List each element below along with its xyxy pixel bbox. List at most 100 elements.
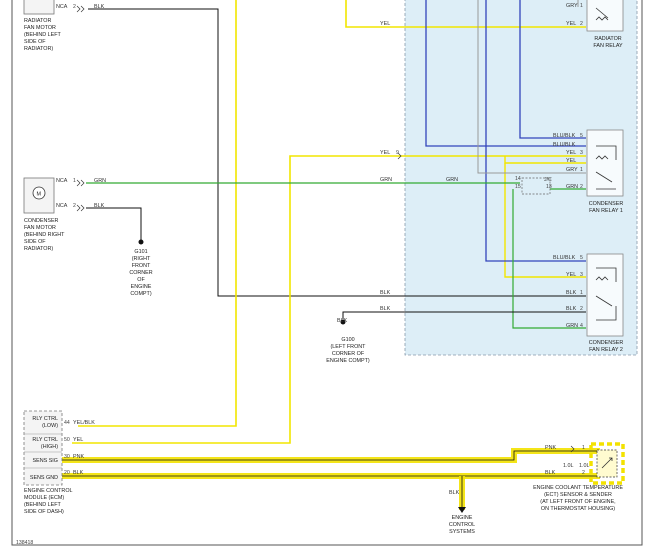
svg-text:(LOW): (LOW) [42,423,58,429]
svg-text:ENGINE: ENGINE [452,515,473,521]
svg-text:9: 9 [396,150,399,156]
diagram-frame [11,0,643,546]
svg-text:(BEHIND RIGHT: (BEHIND RIGHT [24,232,65,238]
svg-text:GRY: GRY [566,3,578,9]
svg-text:20: 20 [64,470,70,476]
svg-text:CORNER: CORNER [129,270,152,276]
svg-text:BLU/BLK: BLU/BLK [553,255,576,261]
svg-text:NCA: NCA [56,178,68,184]
wire-labels: NCA BLK NCA GRN NCA BLK YEL YEL GRN GRN … [56,3,590,496]
connector-marks [76,5,575,453]
svg-text:4: 4 [580,323,583,329]
svg-text:GRN: GRN [94,178,106,184]
svg-text:13: 13 [546,184,552,190]
motor-symbol-icon [32,186,46,200]
svg-text:BLU/BLK: BLU/BLK [553,142,576,148]
pin-numbers: 2 1 2 9 1 2 5 3 1 2 5 3 1 2 4 14 15 J/C … [73,3,585,476]
svg-text:YEL: YEL [566,158,576,164]
condenser-fan-relay-2 [586,253,624,337]
wire-yel-radiator-relay [345,0,586,28]
ect-sensor-icon [601,457,613,469]
radiator-fan-motor-label: RADIATOR FAN MOTOR (BEHIND LEFT SIDE OF … [24,18,62,52]
svg-text:BLU/BLK: BLU/BLK [553,133,576,139]
svg-text:ENGINE: ENGINE [131,284,152,290]
svg-text:2: 2 [582,470,585,476]
svg-text:ENGINE CONTROL: ENGINE CONTROL [24,488,73,494]
ect-sensor-highlight [589,442,625,485]
wire-yel-blk-ecm-low [78,0,237,427]
svg-text:RADIATOR): RADIATOR) [24,246,53,252]
svg-text:BLK: BLK [449,490,460,496]
svg-text:G101: G101 [134,249,147,255]
svg-text:G100: G100 [341,337,354,343]
svg-text:FAN RELAY 2: FAN RELAY 2 [589,347,623,353]
ecm-pin-labels: RLY CTRL (LOW) RLY CTRL (HIGH) SENS SIG … [30,416,58,481]
svg-text:RLY CTRL: RLY CTRL [32,416,58,422]
wire-blk-g100 [342,311,586,319]
svg-text:PNK: PNK [545,445,556,451]
svg-text:1.0L: 1.0L [563,463,574,469]
motor-symbol-label: M [37,192,42,198]
splice-jc [521,177,551,195]
svg-text:RADIATOR: RADIATOR [594,36,621,42]
svg-text:MODULE (ECM): MODULE (ECM) [24,495,64,501]
svg-text:44: 44 [64,420,70,426]
svg-text:2: 2 [580,184,583,190]
svg-text:2: 2 [73,4,76,10]
condenser-fan-relay-1 [586,129,624,197]
svg-text:YEL: YEL [380,150,390,156]
svg-text:SIDE OF: SIDE OF [24,39,46,45]
svg-text:BLK: BLK [94,203,105,209]
svg-text:BLK: BLK [566,306,577,312]
svg-text:SIDE OF DASH): SIDE OF DASH) [24,509,64,515]
ground-g100-icon [340,319,346,325]
svg-text:1: 1 [580,290,583,296]
engine-control-systems-label: ENGINE CONTROL SYSTEMS [449,515,475,535]
engine-control-arrow-icon [458,507,466,513]
svg-text:(ECT) SENSOR & SENDER: (ECT) SENSOR & SENDER [544,492,612,498]
svg-text:1: 1 [580,167,583,173]
svg-text:OF: OF [137,277,145,283]
svg-text:RLY CTRL: RLY CTRL [32,437,58,443]
svg-text:FAN MOTOR: FAN MOTOR [24,225,56,231]
svg-text:YEL: YEL [566,21,576,27]
svg-text:CONDENSER: CONDENSER [24,218,59,224]
svg-text:SYSTEMS: SYSTEMS [449,529,475,535]
svg-text:(BEHIND LEFT: (BEHIND LEFT [24,502,62,508]
condenser-fan-relay-1-label: CONDENSER FAN RELAY 1 [589,201,624,214]
svg-text:1: 1 [73,178,76,184]
ecm-box [23,410,63,486]
svg-text:BLK: BLK [380,306,391,312]
wire-pnk-highlight [60,448,600,463]
svg-text:(RIGHT: (RIGHT [132,256,151,262]
svg-text:J/C: J/C [544,177,552,183]
svg-text:RADIATOR: RADIATOR [24,18,51,24]
wire-grn-relay2 [512,189,586,329]
wire-blk-condenser-g101 [86,207,142,240]
svg-text:CONDENSER: CONDENSER [589,340,624,346]
wire-blu-1 [425,0,586,147]
svg-text:BLK: BLK [566,290,577,296]
condenser-fan-motor-label: CONDENSER FAN MOTOR (BEHIND RIGHT SIDE O… [24,218,65,252]
svg-text:GRN: GRN [380,177,392,183]
svg-text:FRONT: FRONT [132,263,151,269]
svg-text:YEL/BLK: YEL/BLK [73,420,95,426]
svg-text:14: 14 [515,176,521,182]
ecm-pin-numbers: 44 50 30 20 [64,420,70,476]
svg-text:ON THERMOSTAT HOUSING): ON THERMOSTAT HOUSING) [541,506,615,512]
svg-text:FAN MOTOR: FAN MOTOR [24,25,56,31]
wire-blu-2 [485,0,586,262]
ground-g101-icon [138,239,144,245]
svg-text:COMPT): COMPT) [130,291,151,297]
svg-text:2: 2 [580,306,583,312]
svg-text:SIDE OF: SIDE OF [24,239,46,245]
svg-text:3: 3 [580,272,583,278]
svg-text:PNK: PNK [73,454,84,460]
svg-text:YEL: YEL [566,272,576,278]
svg-text:YEL: YEL [380,21,390,27]
svg-text:CONTROL: CONTROL [449,522,475,528]
svg-text:YEL: YEL [73,437,83,443]
svg-text:BLK: BLK [545,470,556,476]
ect-sensor-label: ENGINE COOLANT TEMPERATURE (ECT) SENSOR … [533,485,623,512]
